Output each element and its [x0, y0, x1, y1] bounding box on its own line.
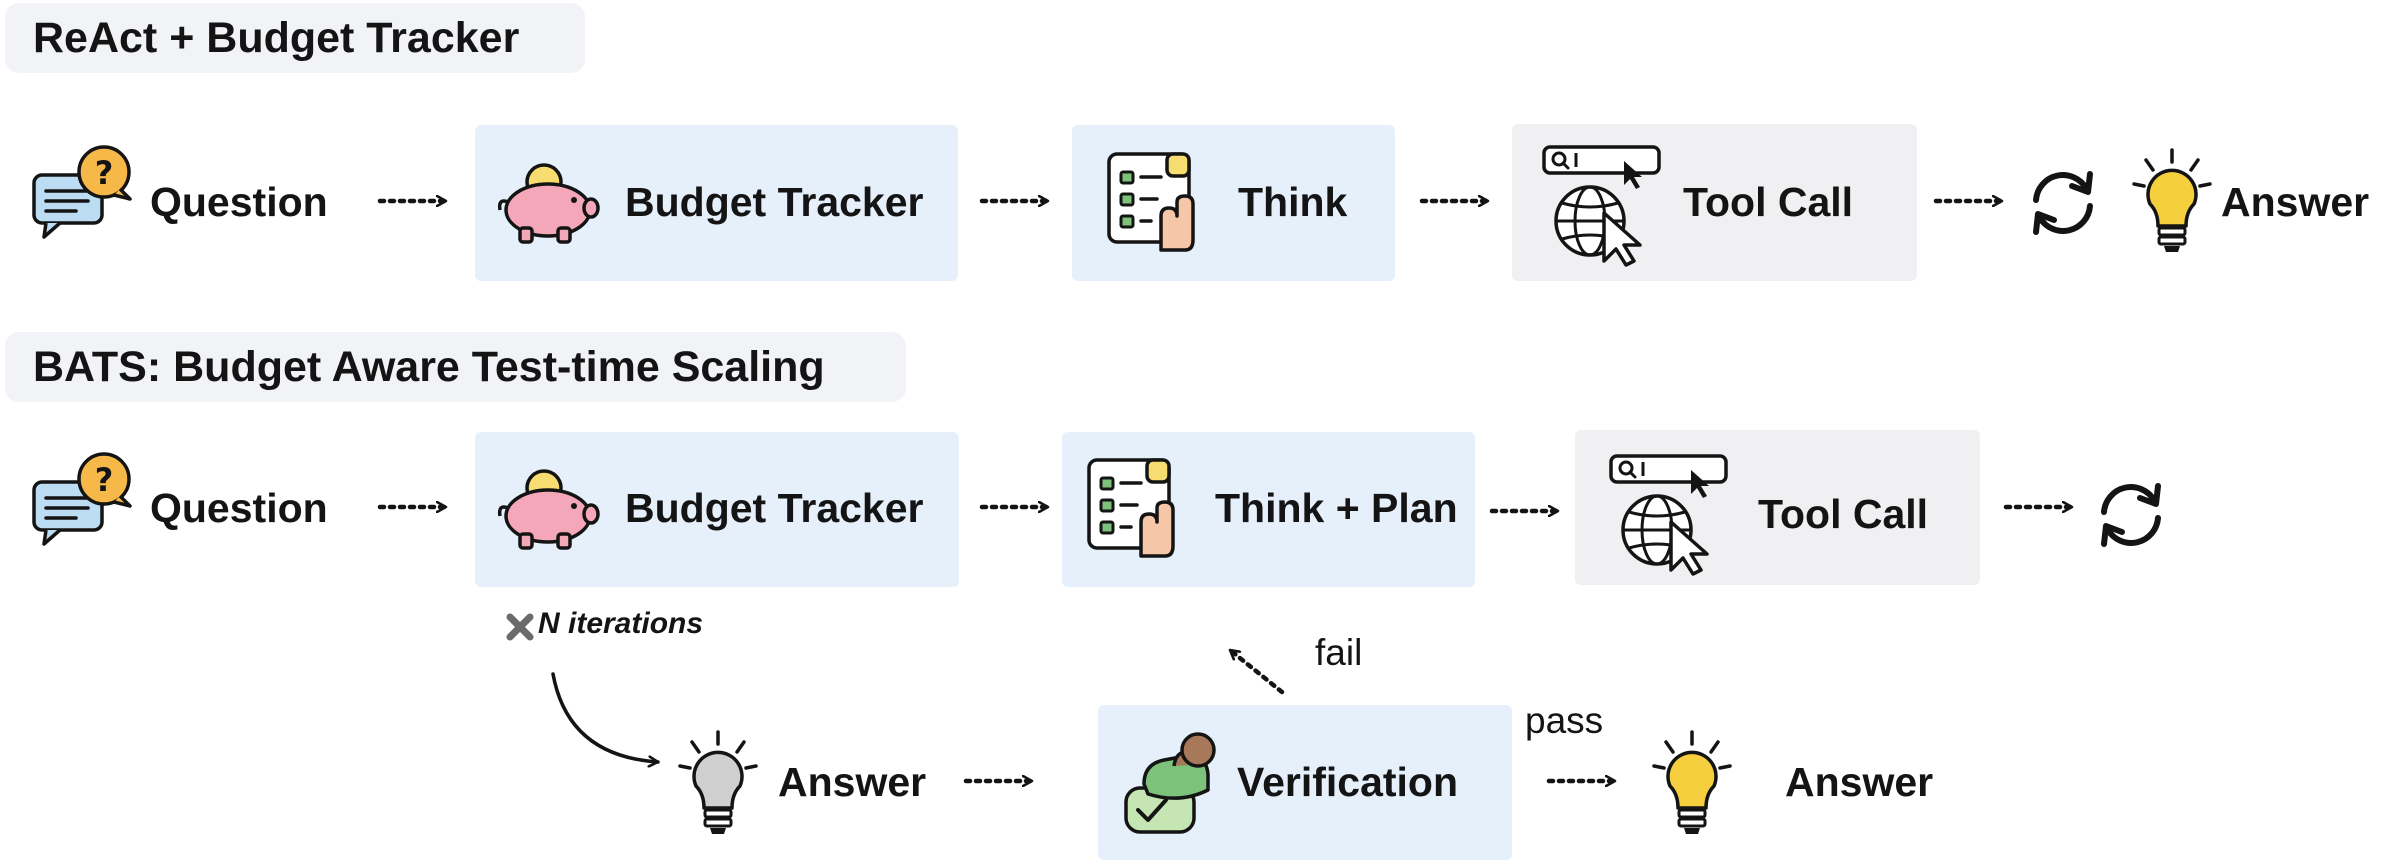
- bats-tool-call-label: Tool Call: [1758, 491, 1929, 537]
- bats-question-label: Question: [150, 485, 328, 531]
- bats-budget-tracker-label: Budget Tracker: [625, 485, 924, 531]
- svg-text:?: ?: [95, 154, 114, 192]
- lightbulb-icon: [1652, 730, 1732, 835]
- react-question-label: Question: [150, 179, 328, 225]
- fail-arrow: [1220, 640, 1290, 700]
- flow-arrow: [1488, 496, 1568, 526]
- candidate-answer-label: Answer: [778, 759, 927, 805]
- flow-arrow: [376, 492, 456, 522]
- lightbulb-icon: [2132, 148, 2212, 253]
- piggy-bank-icon: [496, 160, 601, 245]
- flow-arrow: [2002, 492, 2082, 522]
- verification-label: Verification: [1237, 759, 1459, 805]
- cross-icon: [505, 612, 535, 642]
- react-tool-call-label: Tool Call: [1683, 179, 1854, 225]
- react-think-label: Think: [1238, 179, 1348, 225]
- iterations-label: N iterations: [538, 607, 704, 640]
- checklist-hand-icon: [1105, 150, 1210, 255]
- iteration-arrow: [540, 660, 670, 780]
- flow-arrow: [376, 186, 456, 216]
- flow-arrow: [1418, 186, 1498, 216]
- react-section-title: ReAct + Budget Tracker: [5, 3, 585, 73]
- web-search-icon: [1607, 452, 1732, 577]
- chat-question-icon: ?: [32, 145, 137, 240]
- checklist-hand-icon: [1085, 456, 1190, 561]
- flow-arrow: [978, 492, 1058, 522]
- fail-label: fail: [1315, 632, 1363, 673]
- svg-text:?: ?: [95, 461, 114, 499]
- chat-question-icon: ?: [32, 452, 137, 547]
- stamp-check-icon: [1120, 730, 1230, 840]
- pass-label: pass: [1525, 700, 1604, 741]
- final-answer-label: Answer: [1785, 759, 1934, 805]
- flow-arrow: [978, 186, 1058, 216]
- flow-arrow: [1545, 766, 1625, 796]
- bats-think-plan-label: Think + Plan: [1215, 485, 1458, 531]
- react-budget-tracker-label: Budget Tracker: [625, 179, 924, 225]
- web-search-icon: [1540, 143, 1665, 268]
- flow-arrow: [962, 766, 1042, 796]
- lightbulb-icon: [678, 730, 758, 835]
- refresh-loop-icon: [2028, 168, 2098, 238]
- piggy-bank-icon: [496, 466, 601, 551]
- react-answer-label: Answer: [2221, 179, 2370, 225]
- refresh-loop-icon: [2096, 480, 2166, 550]
- bats-section-title: BATS: Budget Aware Test-time Scaling: [5, 332, 906, 402]
- flow-arrow: [1932, 186, 2012, 216]
